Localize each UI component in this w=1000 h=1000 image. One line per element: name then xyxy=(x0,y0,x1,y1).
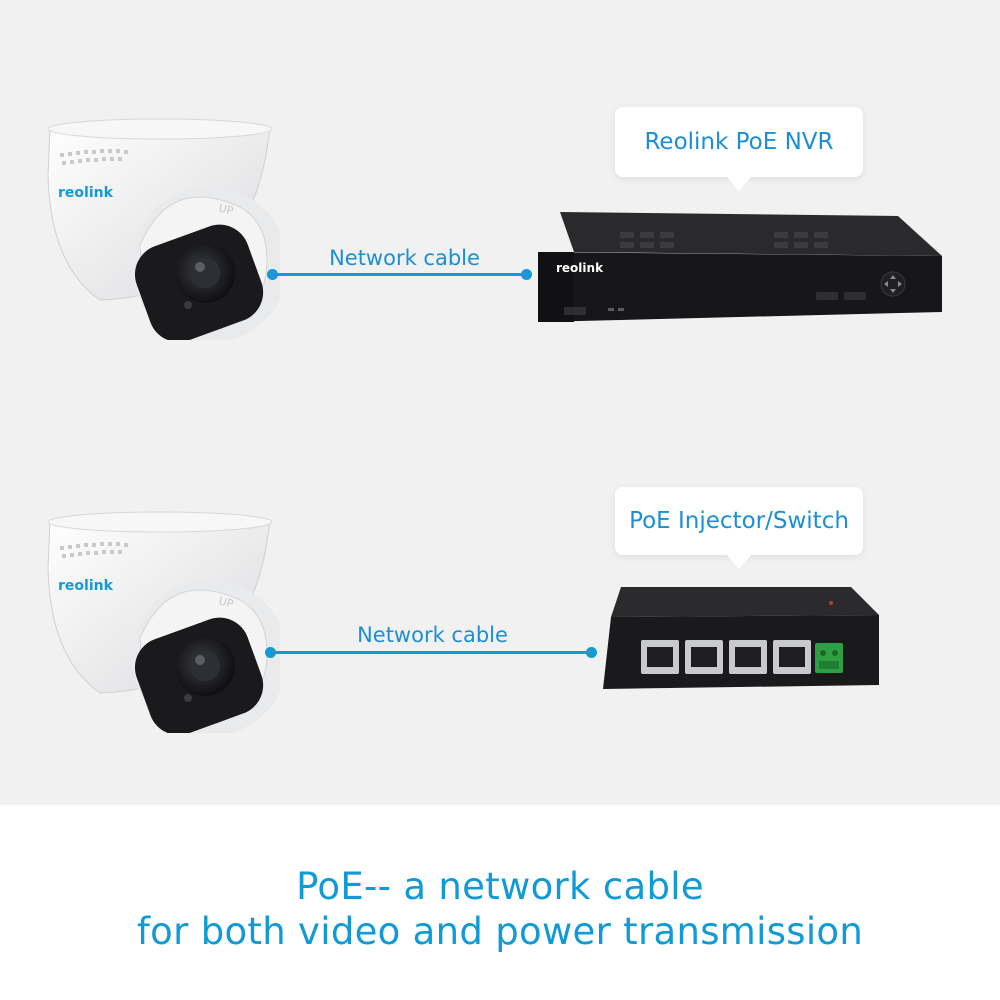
cable-endpoint xyxy=(265,647,276,658)
caption-line-1: PoE-- a network cable xyxy=(296,865,704,908)
nvr-brand-text: reolink xyxy=(556,261,604,275)
network-cable-top xyxy=(267,269,532,280)
network-cable-bottom xyxy=(265,647,597,658)
cable-endpoint xyxy=(267,269,278,280)
cable-label-top: Network cable xyxy=(329,246,480,270)
dome-camera-bottom: UP reolink xyxy=(40,508,280,733)
camera-mark-text: UP xyxy=(217,594,235,610)
footer-caption: PoE-- a network cable for both video and… xyxy=(0,805,1000,1000)
cable-endpoint xyxy=(521,269,532,280)
caption-line-2: for both video and power transmission xyxy=(136,910,864,953)
diagram-stage: UP reolink Network cable Reolink PoE NVR… xyxy=(0,0,1000,805)
nvr-device: reolink xyxy=(538,212,948,327)
camera-brand-text: reolink xyxy=(58,578,114,594)
poe-injector-callout: PoE Injector/Switch xyxy=(615,487,863,569)
nvr-callout: Reolink PoE NVR xyxy=(615,107,863,191)
camera-mark-text: UP xyxy=(217,201,235,217)
camera-brand-text: reolink xyxy=(58,185,114,201)
cable-label-bottom: Network cable xyxy=(357,623,508,647)
poe-injector-device xyxy=(603,585,883,695)
cable-endpoint xyxy=(586,647,597,658)
dome-camera-top: UP reolink xyxy=(40,115,280,340)
